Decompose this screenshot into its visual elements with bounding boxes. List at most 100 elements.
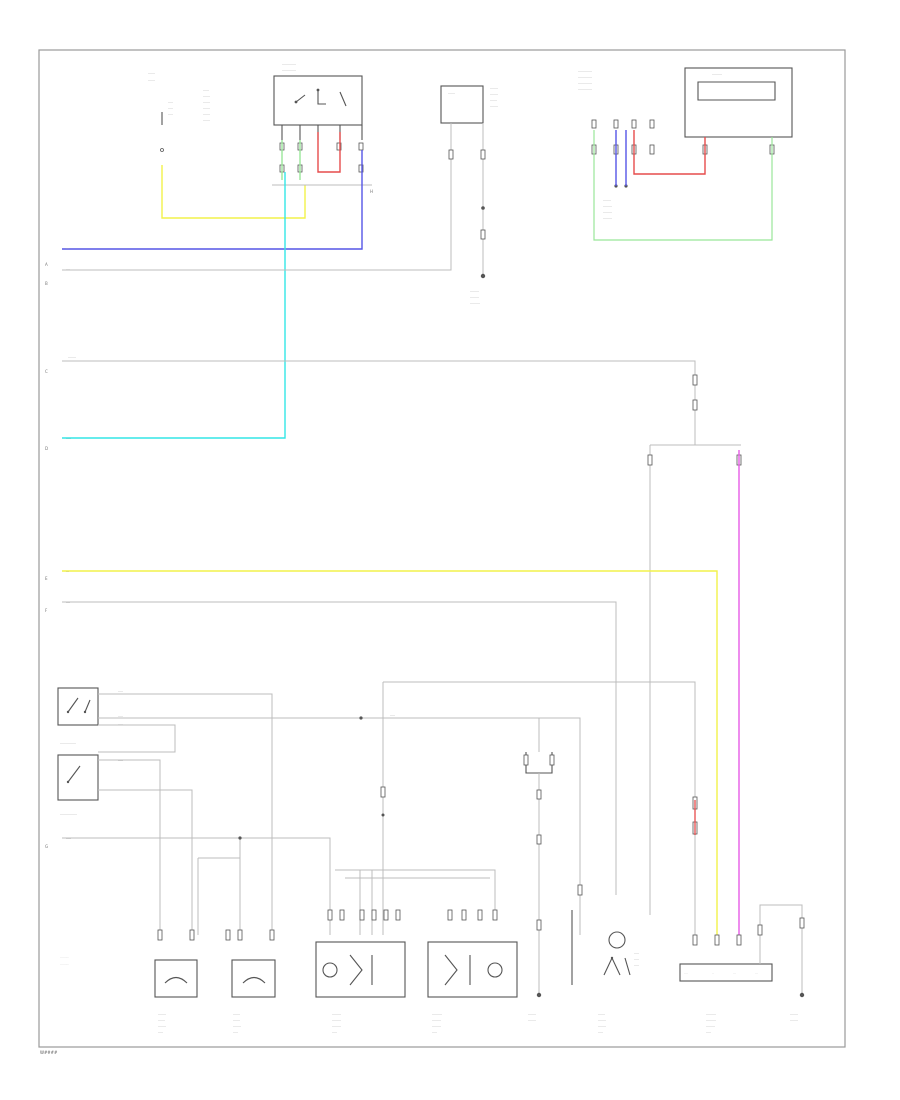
component-right-door-lock: ·········· ········· ········· ····· <box>427 909 518 1035</box>
svg-text:········: ········ <box>233 1025 241 1029</box>
component-rear-left: ······· ······· ········ ····· <box>225 929 276 1035</box>
svg-text:··········: ·········· <box>470 302 480 306</box>
svg-text:········: ········ <box>598 1019 606 1023</box>
svg-text:B: B <box>45 281 48 286</box>
switch-pin-connectors <box>272 125 372 186</box>
svg-text:·····: ····· <box>634 952 639 956</box>
front-door-switch-assembly: ·············· ·············· <box>273 63 363 126</box>
svg-text:······: ······ <box>203 89 209 93</box>
svg-text:·········: ········· <box>603 205 612 209</box>
svg-text:··············: ·············· <box>578 70 592 74</box>
component-left-door-lock: ········· ········· ········· ····· <box>315 909 406 1035</box>
svg-text:·······: ······· <box>203 95 210 99</box>
svg-text:···: ··· <box>755 971 758 975</box>
left-door-assembly: ················ <box>57 687 99 746</box>
svg-text:·······: ······· <box>448 92 455 96</box>
svg-text:·····: ····· <box>634 958 639 962</box>
svg-text:·········: ········· <box>60 955 69 959</box>
svg-text:········: ········ <box>790 1019 798 1023</box>
footer-code: W#### <box>40 1050 58 1055</box>
wire-red-switch <box>317 132 341 173</box>
svg-text:··············: ·············· <box>578 82 592 86</box>
svg-text:·······: ······· <box>233 1019 240 1023</box>
svg-text:·····: ····· <box>634 964 639 968</box>
svg-text:·····: ····· <box>118 715 123 719</box>
svg-text:··········: ·········· <box>706 1013 716 1017</box>
right-door-assembly: ················· <box>57 754 99 817</box>
splice-connector <box>523 718 555 998</box>
svg-text:H: H <box>370 189 373 194</box>
svg-text:·······: ······· <box>598 1013 605 1017</box>
wire-cyan <box>62 172 286 439</box>
svg-text:··············: ·············· <box>578 76 592 80</box>
svg-text:··············: ·············· <box>282 63 296 67</box>
svg-text:·········: ········· <box>432 1019 441 1023</box>
svg-text:··········: ·········· <box>712 73 722 77</box>
svg-text:·········: ········· <box>470 290 479 294</box>
svg-text:········: ········ <box>790 1013 798 1017</box>
svg-text:·······: ······· <box>148 79 155 83</box>
ground-right: ········ ········ <box>757 904 805 1023</box>
svg-text:·····: ····· <box>598 1031 603 1035</box>
relay-box: ······· ········ ········ ······· ······… <box>62 85 498 306</box>
svg-text:·····: ····· <box>118 690 123 694</box>
fuse-block: ······· ······· ····· ····· ····· ······… <box>148 72 210 152</box>
svg-text:·····: ····· <box>66 837 71 841</box>
ref-markers: A B C D E F G H <box>45 189 373 849</box>
svg-text:·····: ····· <box>168 107 173 111</box>
wire-yellow-long <box>62 570 718 935</box>
svg-text:·······: ······· <box>203 107 210 111</box>
svg-text:···: ··· <box>733 971 736 975</box>
svg-text:········: ········ <box>528 1019 536 1023</box>
svg-text:D: D <box>45 446 48 451</box>
svg-text:·······: ······· <box>203 113 210 117</box>
diagram-frame <box>38 49 846 1048</box>
ground-center: ········ ········ <box>528 1013 536 1023</box>
svg-text:··············: ·············· <box>282 69 296 73</box>
svg-text:·····: ····· <box>332 1031 337 1035</box>
svg-text:················: ················ <box>60 742 76 746</box>
svg-text:E: E <box>45 576 48 581</box>
component-rear-right: ········ ······· ········ ····· ········… <box>60 929 198 1035</box>
wire-green-control <box>593 130 773 241</box>
svg-text:·······: ······· <box>203 101 210 105</box>
svg-text:C: C <box>45 369 48 374</box>
svg-text:·······: ······· <box>158 1019 165 1023</box>
svg-text:········: ········ <box>158 1025 166 1029</box>
wire-red-control <box>633 130 706 175</box>
svg-text:F: F <box>45 608 48 613</box>
wire-yellow-fuse <box>161 165 306 219</box>
control-unit: ·············· ·············· ··········… <box>578 67 793 221</box>
svg-text:··: ·· <box>712 971 714 975</box>
svg-text:········: ········ <box>490 93 498 97</box>
svg-text:·········: ········· <box>332 1019 341 1023</box>
svg-text:·······: ······· <box>148 72 155 76</box>
svg-text:········: ········ <box>598 1025 606 1029</box>
svg-text:·····: ····· <box>168 113 173 117</box>
svg-text:····: ···· <box>66 601 70 605</box>
svg-text:····: ···· <box>66 268 70 272</box>
svg-text:········: ········ <box>490 87 498 91</box>
svg-text:········: ········ <box>68 356 76 360</box>
svg-text:········: ········ <box>158 1013 166 1017</box>
svg-text:A: A <box>45 262 48 267</box>
svg-text:···: ··· <box>66 247 69 251</box>
wire-gray-bus <box>62 360 696 445</box>
svg-text:·········: ········· <box>706 1025 715 1029</box>
svg-text:·····: ····· <box>233 1031 238 1035</box>
svg-text:·····: ····· <box>118 723 123 727</box>
svg-text:·········: ········· <box>60 962 69 966</box>
svg-text:···: ··· <box>66 570 69 574</box>
svg-text:·······: ······· <box>203 119 210 123</box>
svg-text:·········: ········· <box>470 296 479 300</box>
svg-text:········: ········ <box>490 105 498 109</box>
svg-text:·········: ········· <box>603 211 612 215</box>
svg-text:····: ···· <box>684 971 688 975</box>
wire-blue <box>62 150 363 250</box>
svg-text:··············: ·············· <box>578 88 592 92</box>
svg-text:··········: ·········· <box>432 1013 442 1017</box>
svg-text:·········: ········· <box>332 1025 341 1029</box>
svg-text:·····: ····· <box>118 759 123 763</box>
svg-text:·····: ····· <box>168 101 173 105</box>
